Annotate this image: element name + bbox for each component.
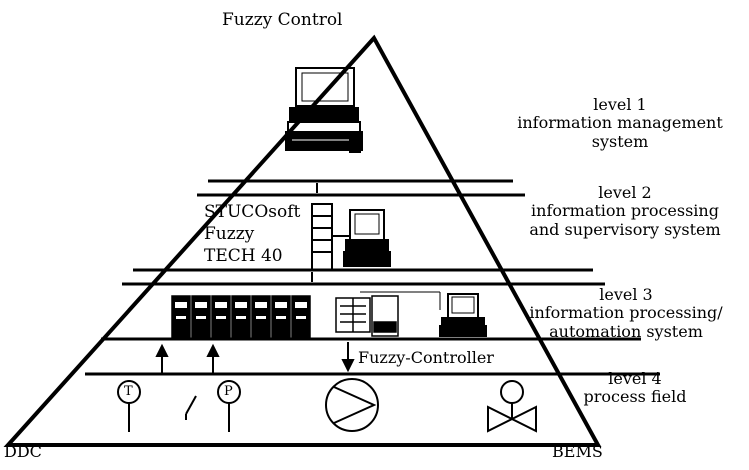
pyramid-title: Fuzzy Control	[222, 10, 343, 30]
level-3-name: level 3	[599, 285, 653, 304]
level-1-line-2: system	[591, 131, 649, 151]
valve-icon	[487, 380, 537, 433]
level-4-description: level 4 process field	[560, 369, 710, 407]
level-1-name: level 1	[593, 95, 647, 114]
level-3-line-1: information processing/	[529, 303, 723, 323]
software-label-2: Fuzzy	[204, 224, 255, 244]
software-label-1: STUCOsoft	[204, 202, 301, 222]
software-label-3: TECH 40	[204, 246, 283, 266]
level-2-description: level 2 information processing and super…	[504, 183, 746, 239]
pump-icon	[325, 378, 379, 432]
signal-arrows	[155, 342, 355, 373]
corner-label-left: DDC	[4, 442, 42, 461]
level-4-line-1: process field	[583, 387, 687, 407]
level3-workstation-icon	[439, 293, 487, 337]
corner-label-right: BEMS	[552, 442, 603, 461]
temperature-sensor-icon	[117, 380, 141, 432]
level-3-description: level 3 information processing/ automati…	[506, 285, 746, 341]
pressure-switch-icon	[185, 380, 241, 432]
controller-label: Fuzzy-Controller	[358, 348, 494, 367]
level-2-line-2: and supervisory system	[529, 219, 721, 239]
terminal-icon	[335, 291, 441, 337]
pyramid-outline	[3, 34, 602, 447]
level-2-name: level 2	[598, 183, 652, 202]
level-3-line-2: automation system	[549, 321, 703, 341]
gauge-letter-t: T	[124, 384, 133, 399]
level-1-description: level 1 information management system	[500, 95, 740, 151]
mainframe-computer-icon	[285, 67, 363, 153]
workstation-computer-icon	[332, 209, 391, 267]
connector-ticks	[311, 183, 318, 282]
level-4-name: level 4	[608, 369, 662, 388]
level-2-line-1: information processing	[531, 201, 719, 221]
controller-modules-icon	[171, 295, 311, 339]
level-1-line-1: information management	[517, 113, 723, 133]
gauge-letter-p: P	[224, 384, 233, 399]
